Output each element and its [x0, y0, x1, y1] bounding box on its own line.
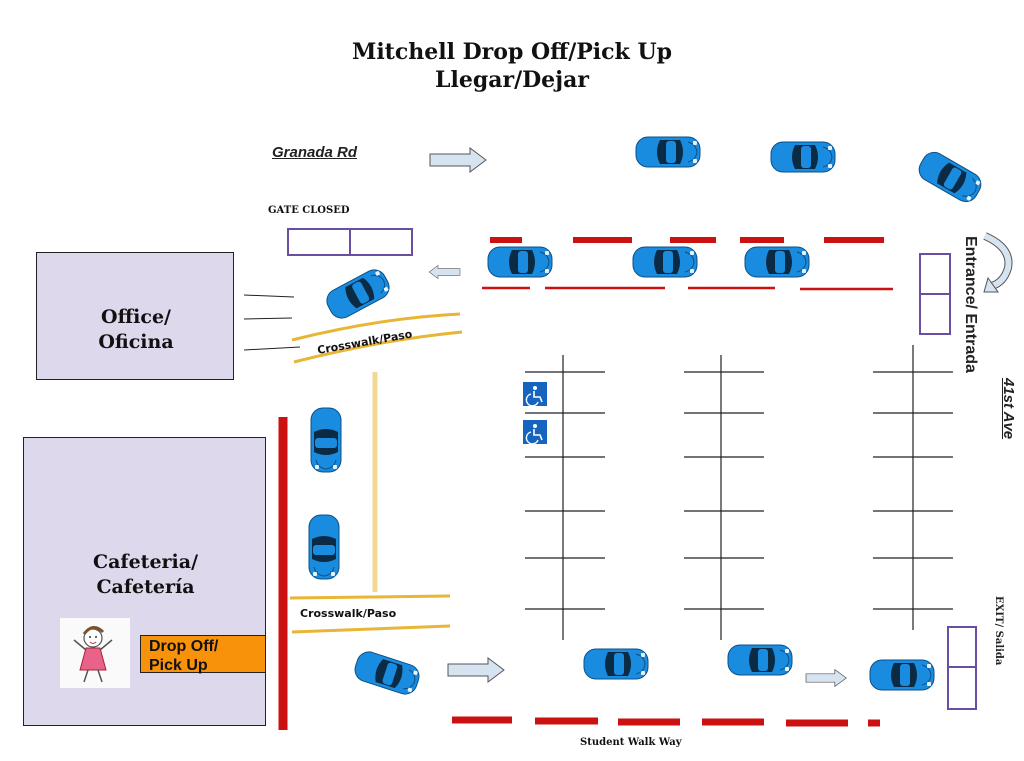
car-bottom-3	[727, 644, 793, 676]
drop-off-line-2: Pick Up	[149, 657, 208, 674]
map-title: Mitchell Drop Off/Pick Up Llegar/Dejar	[0, 38, 1024, 94]
office-label-line-2: Oficina	[98, 331, 174, 353]
car-lane-3	[744, 246, 810, 278]
crosswalk-lower-line-2	[291, 624, 451, 634]
exit-box-1	[947, 626, 977, 668]
car-top-1	[635, 136, 701, 168]
cafeteria-label-line-2: Cafetería	[96, 576, 195, 598]
exit-box-2	[947, 666, 977, 710]
direction-arrow-icon	[429, 147, 487, 173]
car-lane-2	[632, 246, 698, 278]
u-turn-arrow-icon	[983, 276, 999, 293]
cafeteria-label: Cafeteria/ Cafetería	[24, 550, 267, 600]
direction-arrow-icon	[805, 669, 847, 687]
car-vertical-1	[310, 407, 342, 473]
accessible-parking-icon	[522, 381, 548, 407]
student-figure-icon	[60, 618, 130, 688]
crosswalk-lower-line-1	[289, 594, 451, 600]
office-lines	[243, 294, 301, 351]
office-label-line-1: Office/	[101, 306, 171, 328]
cafeteria-label-line-1: Cafeteria/	[92, 551, 199, 573]
car-bottom-1	[351, 648, 423, 698]
drop-off-line-1: Drop Off/	[149, 638, 219, 655]
walkway-label: Student Walk Way	[580, 737, 682, 748]
crosswalk-lower-label: Crosswalk/Paso	[300, 607, 397, 620]
car-lane-1	[487, 246, 553, 278]
gate-right	[349, 228, 413, 256]
parking-lot	[525, 345, 953, 640]
car-bottom-2	[583, 648, 649, 680]
car-top-2	[770, 141, 836, 173]
entrance-box-2	[919, 293, 951, 335]
title-line-1: Mitchell Drop Off/Pick Up	[351, 39, 673, 65]
drop-off-box: Drop Off/ Pick Up	[140, 635, 266, 674]
street-label-granada: Granada Rd	[272, 144, 358, 161]
title-line-2: Llegar/Dejar	[435, 67, 589, 93]
office-building: Office/ Oficina	[36, 252, 234, 380]
direction-arrow-icon	[428, 265, 461, 279]
accessible-parking-icon	[522, 419, 548, 445]
entrance-box-1	[919, 253, 951, 295]
car-vertical-2	[308, 514, 340, 580]
red-curb-lower	[482, 286, 893, 291]
crosswalk-upper-line-1	[291, 312, 461, 342]
gate-closed-label: GATE CLOSED	[268, 205, 350, 216]
office-label: Office/ Oficina	[37, 305, 235, 355]
direction-arrow-icon	[447, 657, 505, 683]
car-bottom-4	[869, 659, 935, 691]
red-walkway-line	[452, 716, 880, 727]
car-office	[322, 265, 394, 323]
cafeteria-building: Cafeteria/ Cafetería	[23, 437, 266, 726]
car-top-3	[914, 147, 986, 207]
crosswalk-upper-line-2	[293, 330, 463, 364]
